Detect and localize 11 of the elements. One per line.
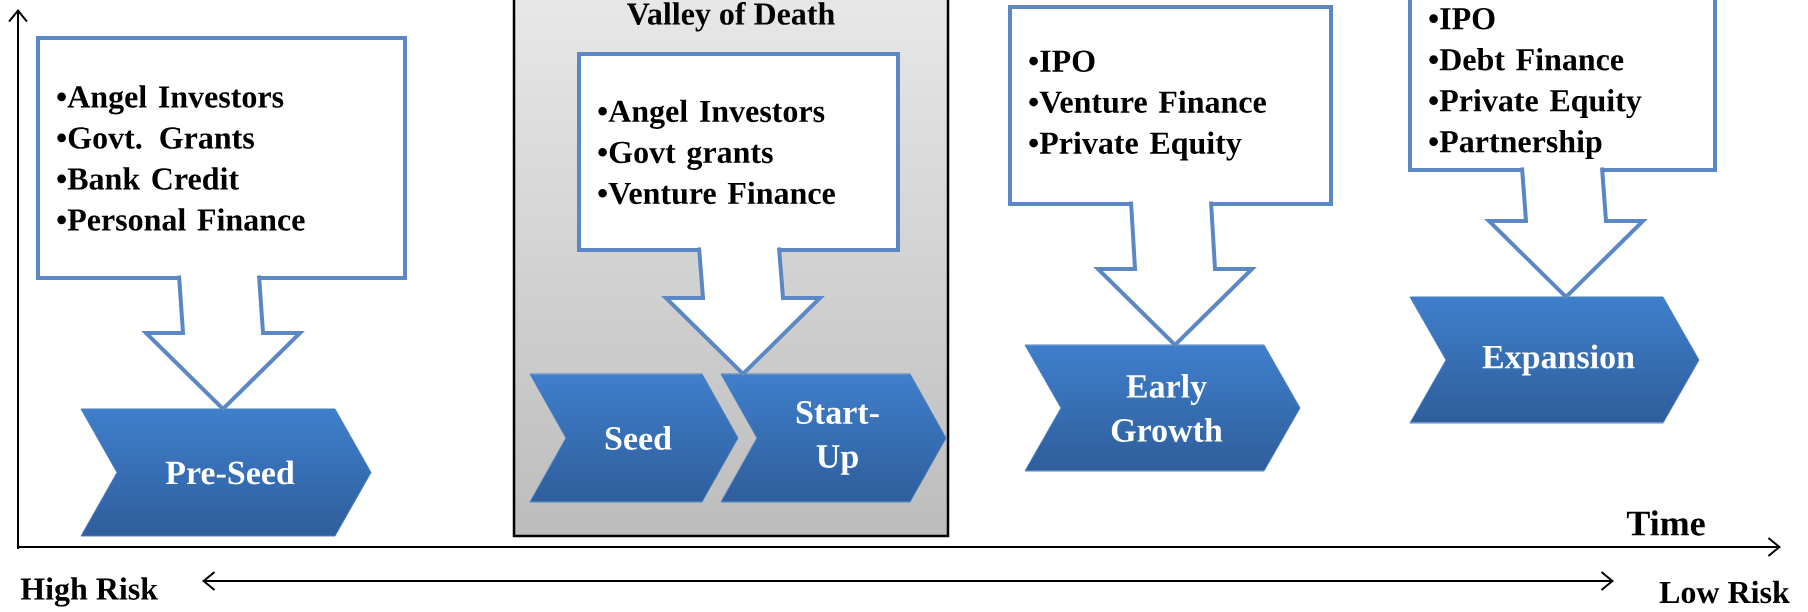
axis-label: High Risk	[20, 577, 158, 607]
axis-label: Time	[1626, 510, 1705, 536]
callout-box: •IPO •Venture Finance •Private Equity	[1008, 5, 1333, 206]
block-arrow	[661, 245, 825, 377]
callout-box: •Angel Investors •Govt. Grants •Bank Credit •Personal Finance	[36, 36, 407, 280]
callout-box: •IPO •Debt Finance •Private Equity •Partnership	[1408, 0, 1717, 172]
callout-box: •Angel Investors •Govt grants •Venture Finance	[577, 52, 900, 252]
block-arrow	[1484, 165, 1648, 300]
block-arrow	[141, 273, 305, 412]
axis-label: Low Risk	[1659, 580, 1790, 604]
block-arrow	[1093, 199, 1257, 348]
